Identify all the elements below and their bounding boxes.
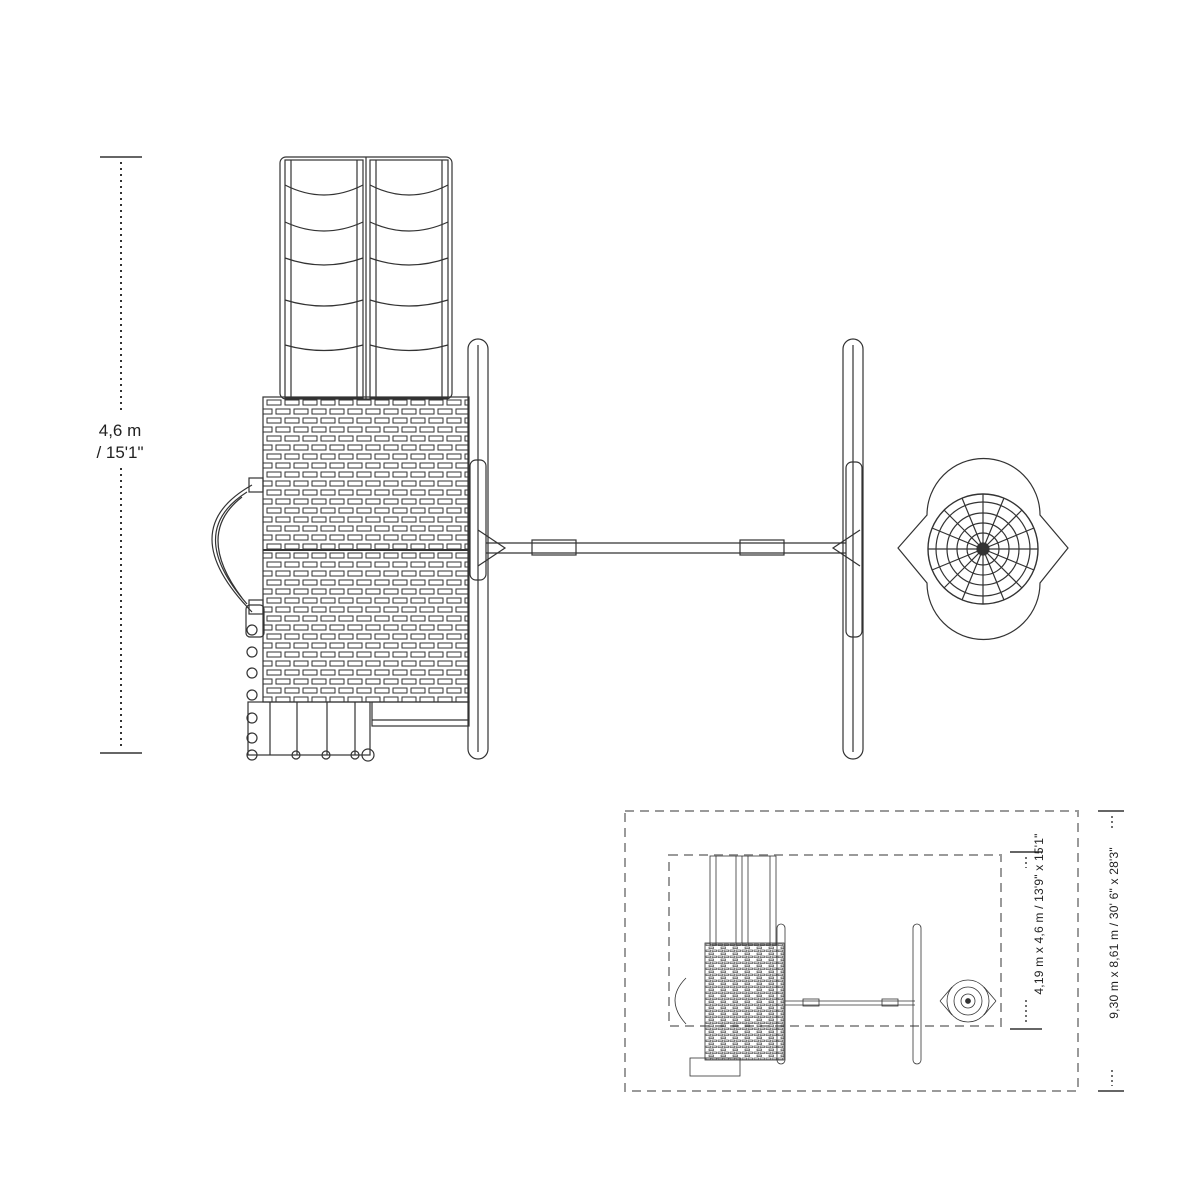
- outer-dimension-line: [1098, 810, 1124, 1092]
- main-playset: [211, 156, 1069, 762]
- lower-deck: [371, 701, 470, 727]
- climbing-ladder: [246, 701, 375, 762]
- right-swing-post: [842, 338, 864, 760]
- height-metric-label: 4,6 m: [98, 421, 142, 440]
- height-label: 4,6 m / 15'1": [70, 420, 170, 464]
- inner-dimension-line: [1010, 851, 1042, 1030]
- web-swing: [897, 457, 1069, 641]
- side-steering-arc: [211, 477, 264, 615]
- rock-wall-holds: [245, 604, 265, 744]
- inner-footprint-label: 4,19 m x 4,6 m / 13'9" x 15'1": [1032, 833, 1046, 995]
- twin-slides: [279, 156, 453, 400]
- left-swing-post: [467, 338, 489, 760]
- height-imperial-label: / 15'1": [96, 443, 144, 462]
- brick-roof: [262, 396, 470, 703]
- inset-playset-miniature: [674, 855, 997, 1077]
- height-dimension-line: [100, 156, 142, 754]
- outer-clearance-box: [624, 810, 1079, 1092]
- outer-clearance-label: 9,30 m x 8,61 m / 30' 6" x 28'3": [1107, 847, 1121, 1019]
- swing-beam: [477, 529, 861, 567]
- inner-footprint-box: [668, 854, 1002, 1027]
- footprint-inset: [624, 810, 1124, 1092]
